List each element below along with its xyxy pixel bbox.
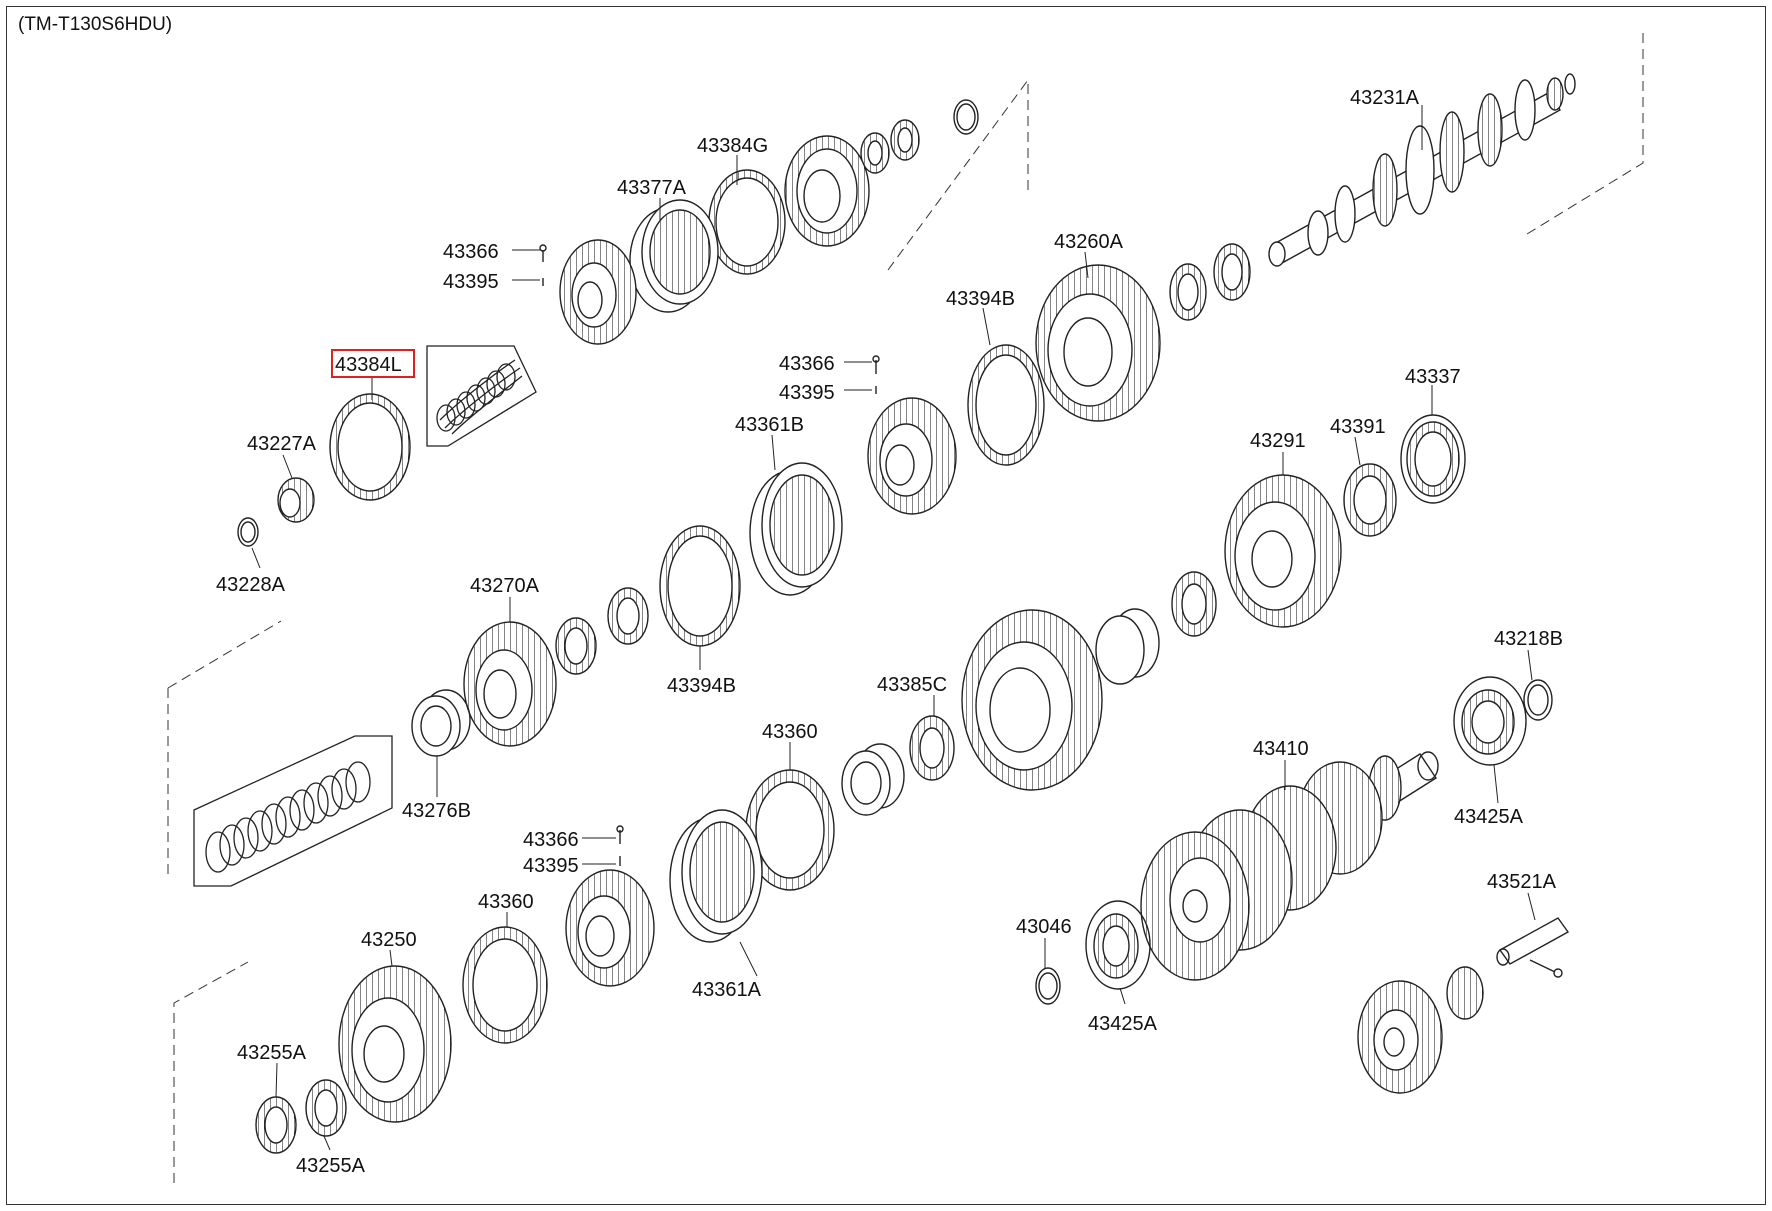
label-43366-mid[interactable]: 43366	[779, 353, 835, 375]
label-43250[interactable]: 43250	[361, 929, 417, 951]
synchro-ring-43384L[interactable]	[329, 393, 411, 501]
spring-box-low	[193, 735, 393, 887]
top-row-parts	[539, 99, 979, 345]
label-43395-low[interactable]: 43395	[523, 855, 579, 877]
main-shaft-43231A	[1268, 73, 1576, 267]
label-43377A[interactable]: 43377A	[617, 177, 687, 199]
label-43384G[interactable]: 43384G	[697, 135, 768, 157]
label-43394B-top[interactable]: 43394B	[946, 288, 1015, 310]
label-43384L[interactable]: 43384L	[335, 354, 402, 376]
label-43385C[interactable]: 43385C	[877, 674, 947, 696]
label-43366-top[interactable]: 43366	[443, 241, 499, 263]
snap-ring-43228A	[237, 517, 259, 547]
middle-row-parts	[411, 243, 1251, 757]
label-43521A[interactable]: 43521A	[1487, 871, 1557, 893]
assembly-boundaries	[167, 32, 1644, 1183]
bearing-43227A	[277, 477, 315, 523]
label-43410[interactable]: 43410	[1253, 738, 1309, 760]
label-43260A[interactable]: 43260A	[1054, 231, 1124, 253]
label-43425A-right[interactable]: 43425A	[1454, 806, 1524, 828]
label-43255A-top[interactable]: 43255A	[237, 1042, 307, 1064]
label-43255A-low[interactable]: 43255A	[296, 1155, 366, 1177]
leader-lines	[251, 105, 1536, 1151]
label-43276B[interactable]: 43276B	[402, 800, 471, 822]
label-43361A[interactable]: 43361A	[692, 979, 762, 1001]
label-43337[interactable]: 43337	[1405, 366, 1461, 388]
diagram-border	[6, 6, 1766, 1205]
spring-box-top	[426, 345, 537, 447]
label-43366-low[interactable]: 43366	[523, 829, 579, 851]
label-43395-top[interactable]: 43395	[443, 271, 499, 293]
diagram-code: (TM-T130S6HDU)	[18, 14, 173, 35]
label-43391[interactable]: 43391	[1330, 416, 1386, 438]
highlight-box-43384L	[331, 349, 415, 378]
countershaft-43410	[1035, 676, 1553, 1005]
right-middle-parts	[255, 414, 1466, 1154]
reverse-idler-43521A	[1357, 917, 1570, 1094]
label-43395-mid[interactable]: 43395	[779, 382, 835, 404]
label-43046[interactable]: 43046	[1016, 916, 1072, 938]
label-43231A[interactable]: 43231A	[1350, 87, 1420, 109]
label-43227A[interactable]: 43227A	[247, 433, 317, 455]
label-43394B-low[interactable]: 43394B	[667, 675, 736, 697]
label-43360-mid[interactable]: 43360	[762, 721, 818, 743]
label-43361B[interactable]: 43361B	[735, 414, 804, 436]
label-43425A-low[interactable]: 43425A	[1088, 1013, 1158, 1035]
label-43291[interactable]: 43291	[1250, 430, 1306, 452]
label-43218B[interactable]: 43218B	[1494, 628, 1563, 650]
label-43228A[interactable]: 43228A	[216, 574, 286, 596]
label-43270A[interactable]: 43270A	[470, 575, 540, 597]
part-labels: 43231A 43384G 43377A 43366 43395 43384L …	[216, 87, 1563, 1177]
label-43360-low[interactable]: 43360	[478, 891, 534, 913]
